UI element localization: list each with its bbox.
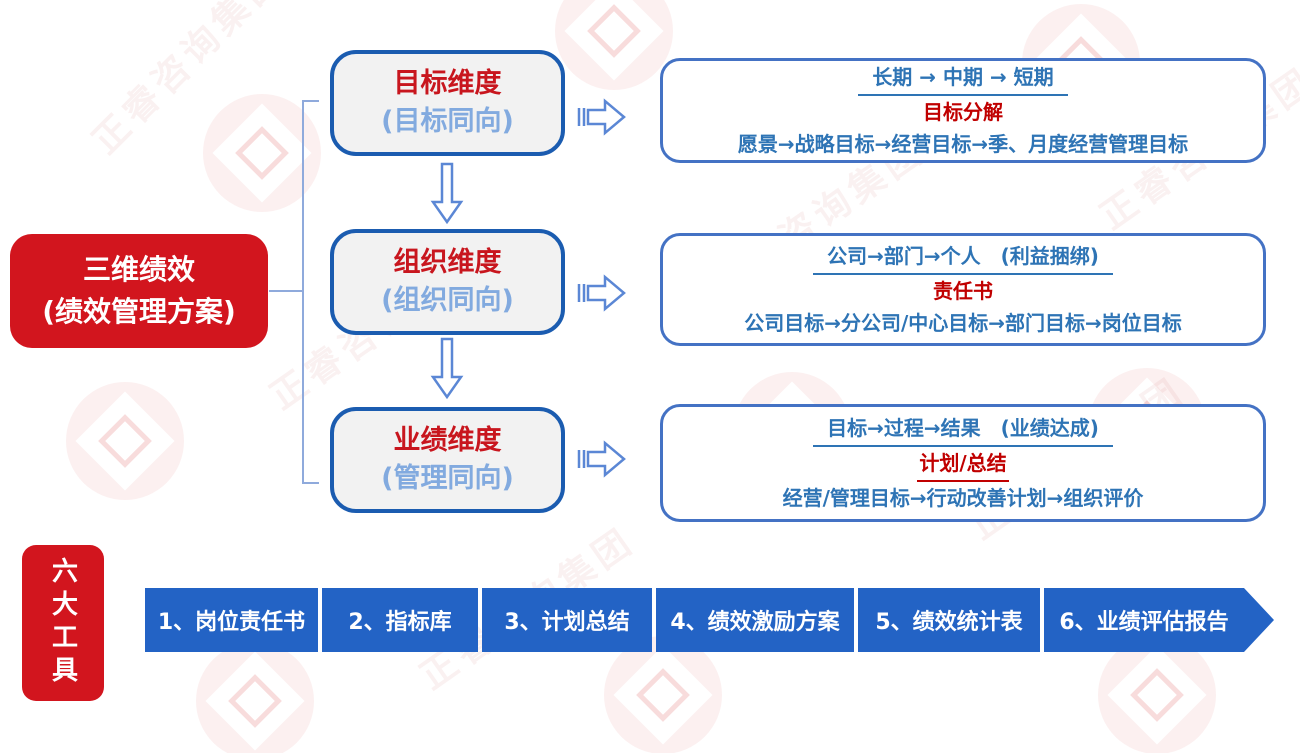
tool-item-1: 1、岗位责任书 — [145, 588, 318, 652]
dimension-box-performance: 业绩维度 (管理同向) — [330, 407, 565, 513]
watermark-logo — [66, 382, 184, 500]
watermark-logo — [196, 642, 314, 753]
watermark-logo — [555, 0, 673, 90]
detail-bottom-line: 公司目标→分公司/中心目标→部门目标→岗位目标 — [744, 311, 1182, 335]
arrow-down-icon — [430, 162, 464, 224]
connector-line — [269, 290, 303, 292]
arrow-down-icon — [430, 337, 464, 399]
tool-item-5: 5、绩效统计表 — [858, 588, 1040, 652]
arrow-right-icon — [577, 98, 626, 136]
detail-top-line: 公司→部门→个人 (利益捆绑) — [813, 240, 1113, 275]
detail-middle-line: 责任书 — [933, 279, 993, 303]
dimension-box-organization: 组织维度 (组织同向) — [330, 229, 565, 335]
connector-line — [302, 100, 319, 102]
detail-bottom-line: 愿景→战略目标→经营目标→季、月度经营管理目标 — [737, 132, 1189, 156]
dimension-subtitle: (组织同向) — [381, 285, 514, 316]
dimension-title: 业绩维度 — [393, 425, 502, 456]
watermark-logo — [203, 94, 321, 212]
tool-item-6: 6、业绩评估报告 — [1044, 588, 1274, 652]
detail-box-performance: 目标→过程→结果 (业绩达成) 计划/总结 经营/管理目标→行动改善计划→组织评… — [660, 404, 1266, 522]
dimension-title: 组织维度 — [393, 247, 502, 278]
dimension-subtitle: (管理同向) — [381, 463, 514, 494]
detail-middle-line: 计划/总结 — [917, 447, 1009, 482]
tool-item-4: 4、绩效激励方案 — [656, 588, 854, 652]
watermark-logo — [604, 636, 722, 753]
connector-line — [302, 482, 319, 484]
main-title-box: 三维绩效 (绩效管理方案) — [10, 234, 268, 348]
main-title-line2: (绩效管理方案) — [42, 295, 236, 328]
watermark-logo — [1098, 636, 1216, 753]
main-title-line1: 三维绩效 — [82, 253, 195, 286]
dimension-title: 目标维度 — [393, 68, 502, 99]
detail-box-organization: 公司→部门→个人 (利益捆绑) 责任书 公司目标→分公司/中心目标→部门目标→岗… — [660, 233, 1266, 346]
tool-item-3: 3、计划总结 — [482, 588, 652, 652]
tool-item-2: 2、指标库 — [322, 588, 478, 652]
detail-top-line: 目标→过程→结果 (业绩达成) — [813, 412, 1113, 447]
dimension-box-goal: 目标维度 (目标同向) — [330, 50, 565, 156]
detail-box-goal: 长期 → 中期 → 短期 目标分解 愿景→战略目标→经营目标→季、月度经营管理目… — [660, 58, 1266, 163]
detail-bottom-line: 经营/管理目标→行动改善计划→组织评价 — [782, 486, 1144, 510]
connector-line — [302, 100, 304, 484]
dimension-subtitle: (目标同向) — [381, 106, 514, 137]
detail-middle-line: 目标分解 — [923, 100, 1003, 124]
detail-top-line: 长期 → 中期 → 短期 — [858, 61, 1068, 96]
six-tools-label: 六大工具 — [22, 545, 104, 701]
arrow-right-icon — [577, 274, 626, 312]
arrow-right-icon — [577, 440, 626, 478]
